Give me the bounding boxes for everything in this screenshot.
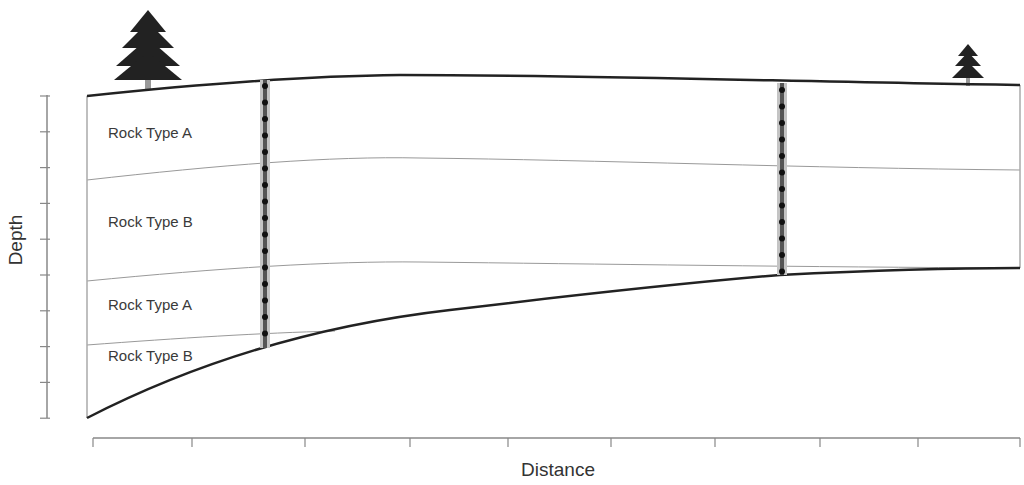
- sample-dot: [779, 236, 785, 242]
- sample-dot: [779, 153, 785, 159]
- basement-boundary: [87, 268, 1020, 418]
- axis-tick: [409, 438, 410, 447]
- sample-dot: [262, 314, 268, 320]
- sample-dot: [779, 252, 785, 258]
- sample-dot: [262, 83, 268, 89]
- axis-tick: [40, 346, 50, 347]
- axis-tick: [191, 438, 192, 447]
- sample-dot: [779, 104, 785, 110]
- section-edge: [86, 96, 88, 418]
- axis-tick: [819, 438, 820, 447]
- sample-dot: [262, 215, 268, 221]
- sample-dot: [262, 149, 268, 155]
- axis-tick: [40, 382, 50, 383]
- sample-dot: [262, 232, 268, 238]
- axis-tick: [610, 438, 611, 447]
- sample-dot: [779, 269, 785, 275]
- sample-dot: [779, 137, 785, 143]
- sample-dot: [262, 166, 268, 172]
- sample-dot: [262, 331, 268, 337]
- axis-tick: [40, 274, 50, 275]
- axis-tick: [40, 310, 50, 311]
- sample-dot: [262, 248, 268, 254]
- sample-dot: [779, 203, 785, 209]
- sample-dot: [262, 100, 268, 106]
- layer-label: Rock Type B: [108, 347, 193, 365]
- sample-dot: [262, 116, 268, 122]
- sample-dot: [262, 265, 268, 271]
- distance-axis: [93, 438, 1020, 447]
- tree: [952, 44, 984, 86]
- axis-tick: [40, 131, 50, 132]
- borehole: [777, 83, 787, 275]
- axis-tick: [507, 438, 508, 447]
- sample-dot: [262, 199, 268, 205]
- axis-tick: [1019, 438, 1020, 447]
- section-edge: [1019, 85, 1021, 268]
- borehole: [260, 80, 270, 348]
- sample-dot: [779, 186, 785, 192]
- layer-label: Rock Type A: [108, 296, 192, 314]
- depth-axis: [40, 95, 50, 418]
- axis-tick: [917, 438, 918, 447]
- sample-dot: [262, 182, 268, 188]
- sample-dot: [779, 219, 785, 225]
- axis-tick: [714, 438, 715, 447]
- sample-dot: [262, 133, 268, 139]
- sample-dot: [779, 170, 785, 176]
- ground-surface: [87, 75, 1020, 96]
- axis-tick: [40, 95, 50, 96]
- tree: [114, 10, 182, 90]
- sample-dot: [262, 281, 268, 287]
- axis-tick: [304, 438, 305, 447]
- axis-tick: [40, 239, 50, 240]
- sample-dot: [262, 298, 268, 304]
- layer-label: Rock Type B: [108, 213, 193, 231]
- axis-tick: [40, 418, 50, 419]
- axis-tick: [40, 203, 50, 204]
- axis-title: Depth: [7, 215, 25, 266]
- sample-dot: [779, 120, 785, 126]
- layer-boundary: [87, 158, 1020, 180]
- axis-tick: [92, 438, 93, 447]
- axis-title: Distance: [521, 461, 595, 479]
- layer-label: Rock Type A: [108, 124, 192, 142]
- axis-tick: [40, 167, 50, 168]
- sample-dot: [779, 87, 785, 93]
